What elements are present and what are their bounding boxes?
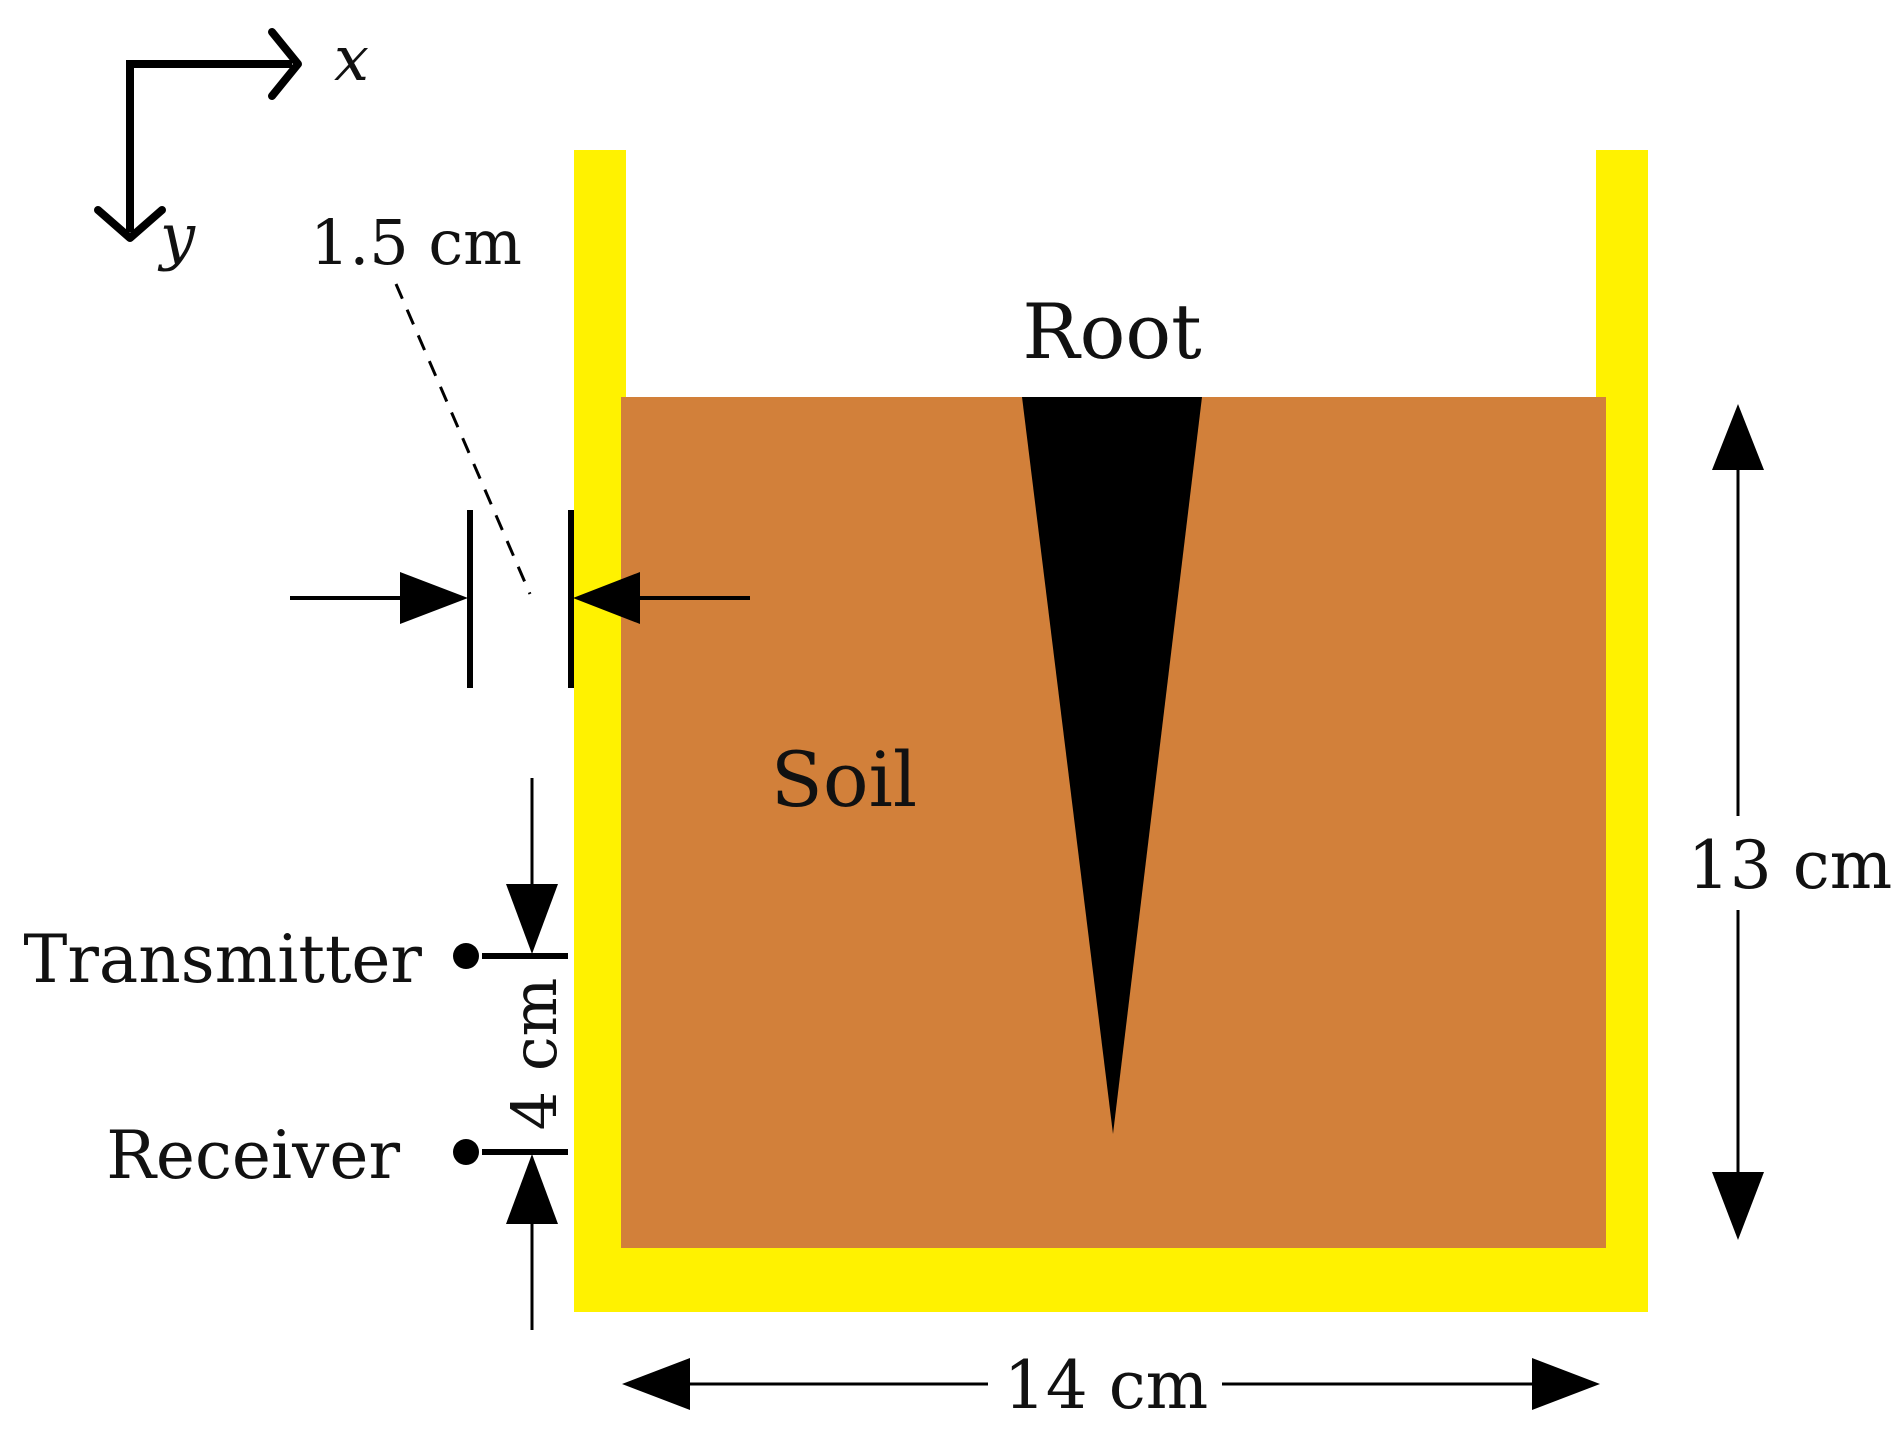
container-width-label: 14 cm xyxy=(1004,1347,1209,1424)
receiver-label: Receiver xyxy=(106,1117,400,1194)
transmitter-dot xyxy=(453,943,479,969)
root-label: Root xyxy=(1022,287,1201,376)
x-axis-label: x xyxy=(334,22,369,95)
wall-gap-leader-line xyxy=(394,283,532,595)
axis-lines xyxy=(126,60,292,232)
y-axis-label: y xyxy=(157,200,196,273)
receiver-dot xyxy=(453,1139,479,1165)
wall-gap-dimension: 1.5 cm xyxy=(290,206,750,688)
soil-label: Soil xyxy=(771,735,917,824)
wall-gap-label: 1.5 cm xyxy=(310,206,522,279)
transmitter-label: Transmitter xyxy=(23,921,422,998)
width-left-arrowhead xyxy=(622,1358,690,1410)
container-width-dimension: 14 cm xyxy=(622,1347,1600,1424)
height-top-arrowhead xyxy=(1712,404,1764,470)
soil-height-dimension: 13 cm xyxy=(1688,404,1893,1240)
coordinate-axes: x y xyxy=(94,22,369,273)
sensor-spacing-dimension: 4 cm xyxy=(498,778,571,1330)
spacing-top-arrowhead xyxy=(506,884,558,954)
soil-height-label: 13 cm xyxy=(1688,827,1893,904)
root-shape xyxy=(1022,397,1202,1134)
sensor-spacing-label: 4 cm xyxy=(498,978,571,1131)
spacing-bottom-arrowhead xyxy=(506,1154,558,1224)
wall-gap-left-arrowhead xyxy=(400,572,468,624)
y-axis-arrowhead xyxy=(94,206,166,242)
wall-gap-right-arrowhead xyxy=(573,572,640,624)
width-right-arrowhead xyxy=(1532,1358,1600,1410)
sensors: Transmitter Receiver xyxy=(23,921,568,1194)
height-bottom-arrowhead xyxy=(1712,1172,1764,1240)
x-axis-arrowhead xyxy=(268,28,302,100)
container-bottom-wall xyxy=(574,1246,1648,1312)
container-left-wall xyxy=(574,150,626,1312)
